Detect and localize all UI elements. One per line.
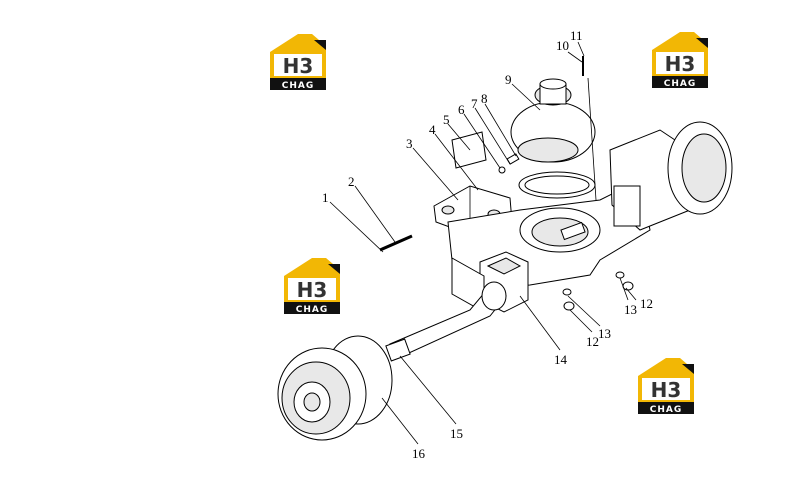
logo-mark: H3 (297, 278, 328, 302)
logo-middle-left: H3 CHAG (284, 258, 340, 315)
callout-4: 4 (429, 122, 436, 137)
logo-wordmark: CHAG (282, 81, 315, 91)
callout-13-right: 13 (624, 302, 637, 317)
leader-lines (329, 41, 637, 445)
part-fasteners (498, 153, 520, 174)
logo-mark: H3 (651, 378, 682, 402)
logo-wordmark: CHAG (650, 405, 683, 415)
callout-6: 6 (458, 102, 465, 117)
callout-12-right: 12 (640, 296, 653, 311)
callout-1: 1 (322, 190, 329, 205)
callout-10: 10 (556, 38, 569, 53)
part-nut-washer-bottom (562, 288, 575, 311)
part-pin (379, 234, 413, 252)
callout-11: 11 (570, 28, 583, 43)
callout-2: 2 (348, 174, 355, 189)
part-plate (451, 131, 487, 169)
logo-top-right: H3 CHAG (652, 32, 708, 89)
part-half-shaft (385, 281, 507, 362)
logo-wordmark: CHAG (664, 79, 697, 89)
callout-5: 5 (443, 112, 450, 127)
callout-13-bottom: 13 (598, 326, 611, 341)
logo-mark: H3 (665, 52, 696, 76)
callout-8: 8 (481, 91, 488, 106)
callouts: 1 2 3 4 5 6 7 8 9 10 11 12 13 12 13 14 1… (322, 28, 653, 461)
logo-mark: H3 (283, 54, 314, 78)
logo-bottom-right: H3 CHAG (638, 358, 694, 415)
callout-12-bottom: 12 (586, 334, 599, 349)
callout-7: 7 (471, 96, 478, 111)
logo-top-left: H3 CHAG (270, 34, 326, 91)
part-wheel-hub-right (609, 121, 733, 231)
part-nut-washer-right (615, 271, 634, 291)
part-wheel-hub-left (277, 335, 393, 441)
callout-9: 9 (505, 72, 512, 87)
callout-3: 3 (406, 136, 413, 151)
callout-16: 16 (412, 446, 426, 461)
part-gasket (518, 171, 596, 199)
callout-15: 15 (450, 426, 463, 441)
callout-14: 14 (554, 352, 568, 367)
part-differential (510, 78, 596, 163)
logo-wordmark: CHAG (296, 305, 329, 315)
